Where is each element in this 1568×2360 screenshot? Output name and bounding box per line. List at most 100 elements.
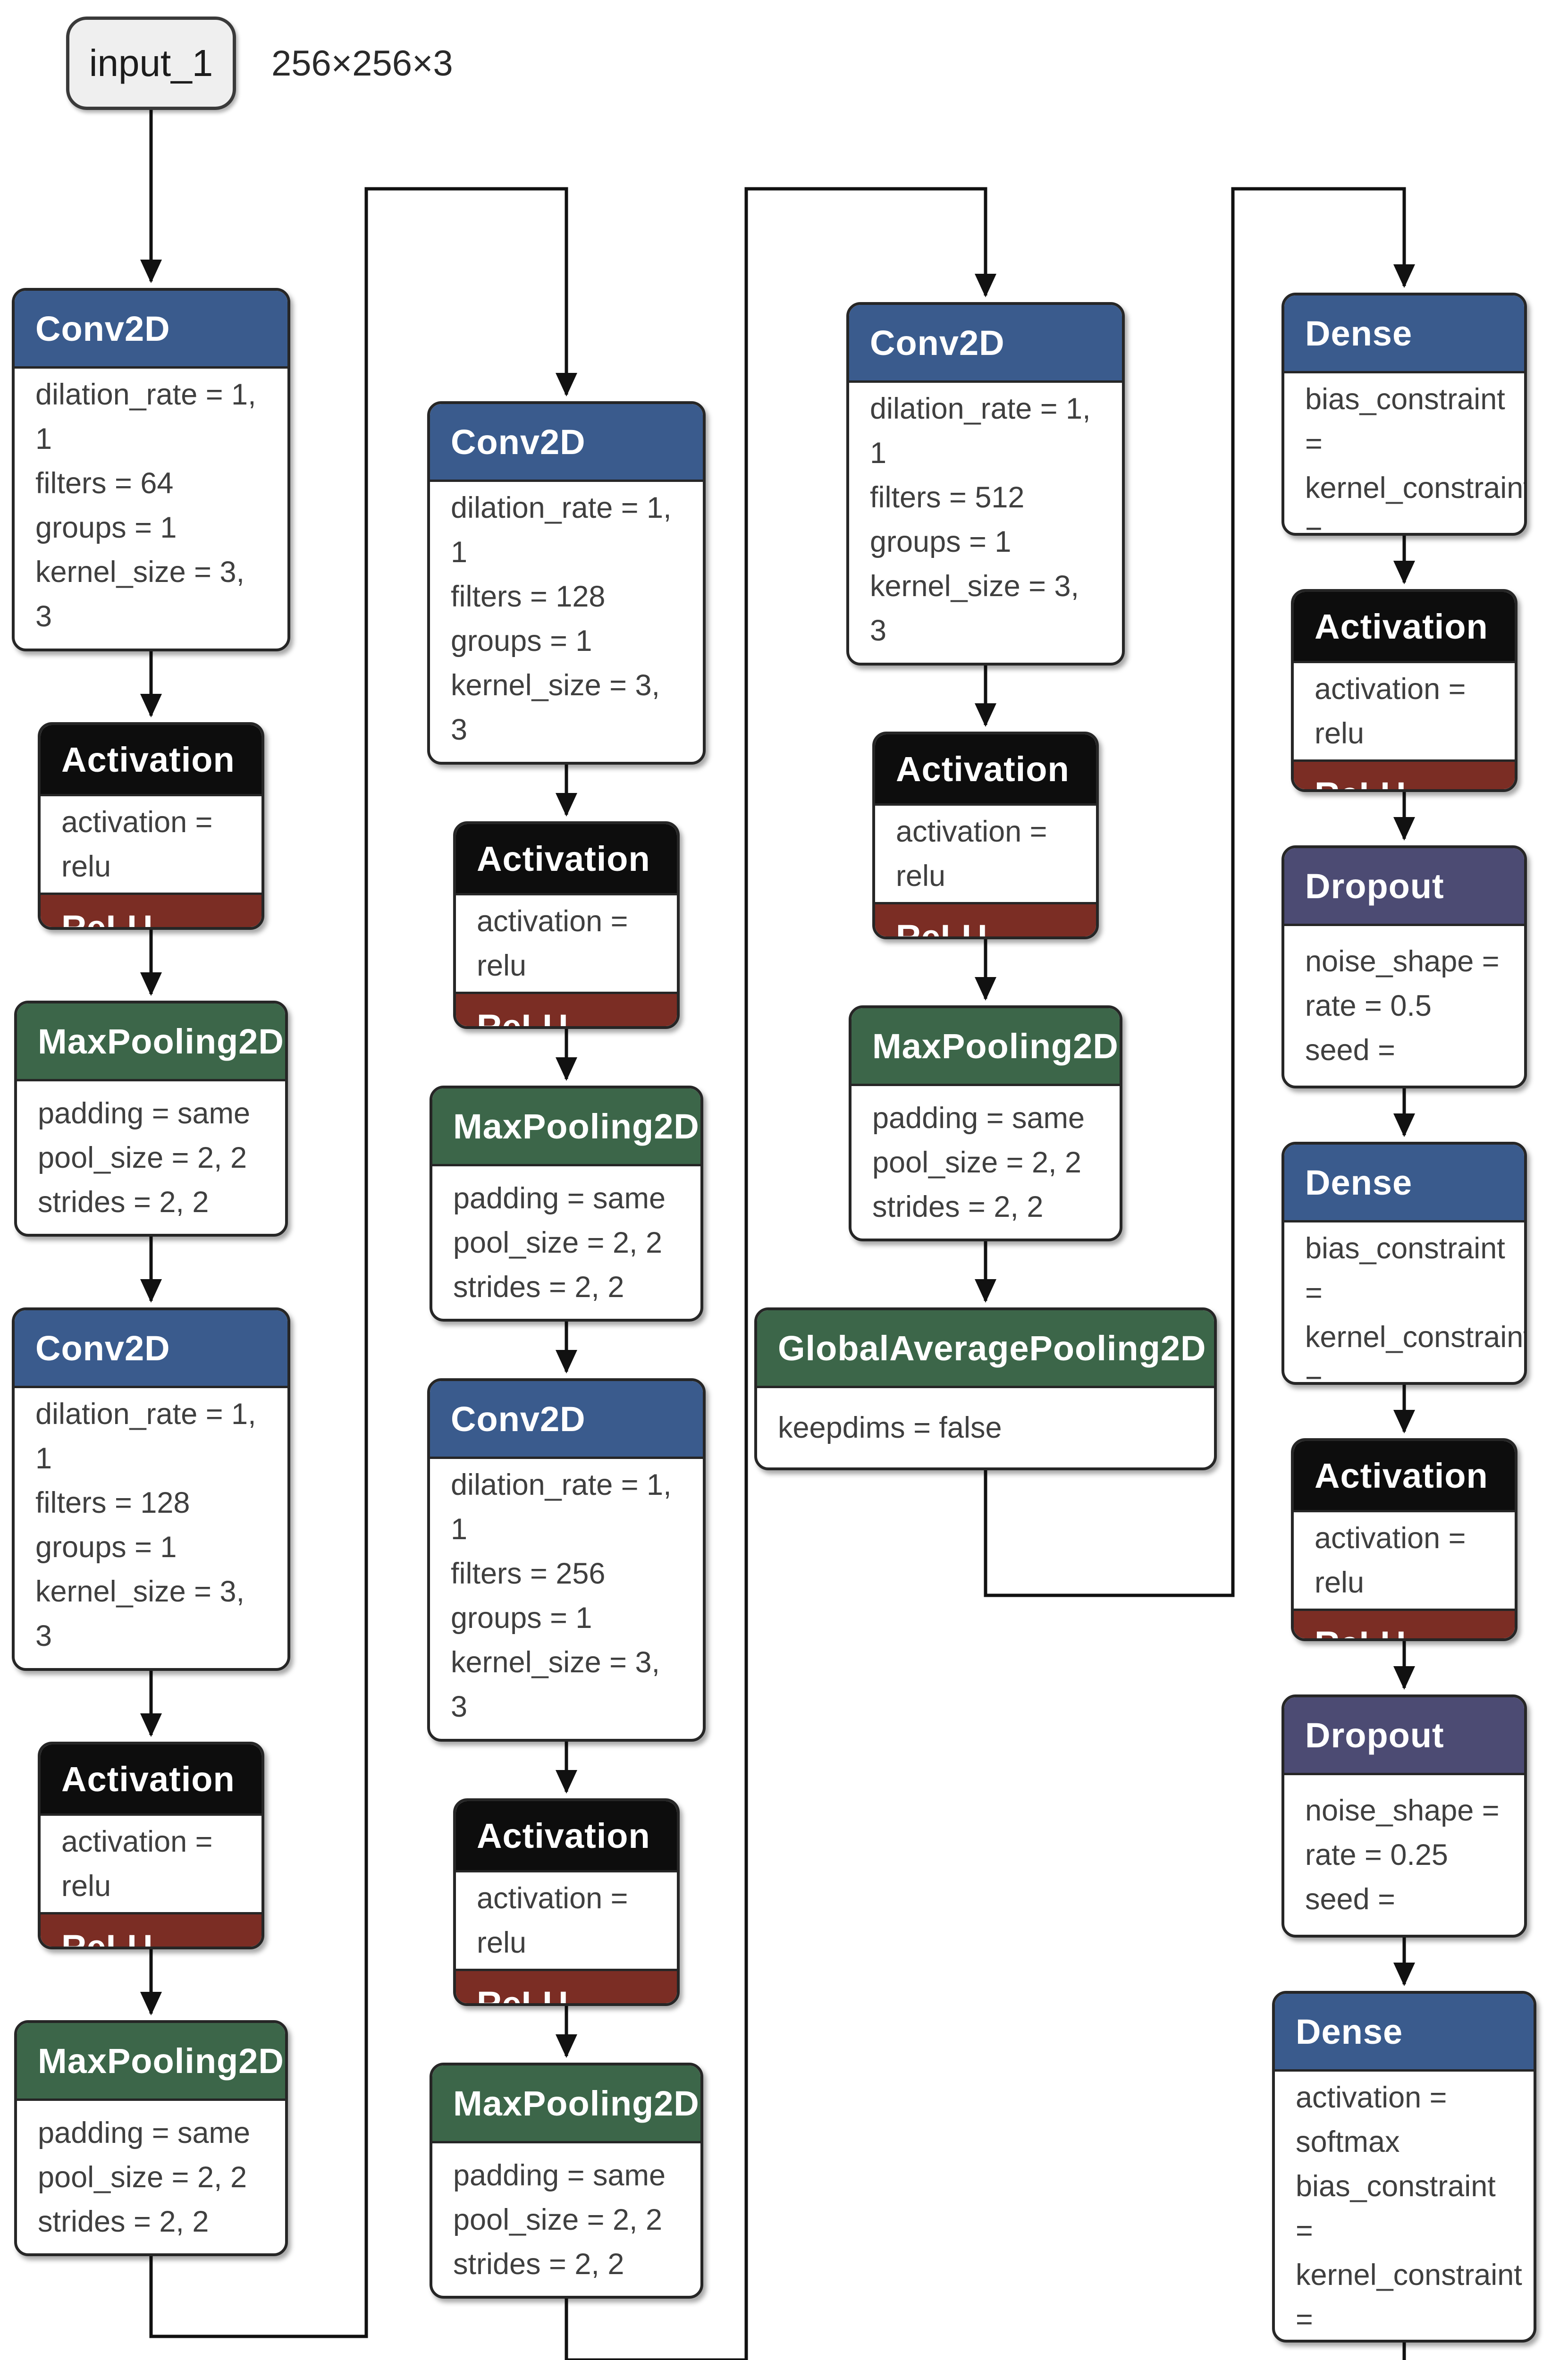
layer-param: pool_size = 2, 2 xyxy=(453,2203,663,2236)
layer-title: Conv2D xyxy=(15,1310,287,1388)
layer-title: MaxPooling2D xyxy=(432,2065,700,2143)
layer-param: rate = 0.25 xyxy=(1305,1838,1448,1871)
layer-title: Activation xyxy=(41,725,261,796)
layer-title: Dense xyxy=(1284,1145,1524,1222)
layer-param: seed = xyxy=(1305,1883,1395,1916)
layer-params: activation = relu xyxy=(41,796,261,893)
flow-arrow xyxy=(149,187,577,2338)
layer-param: groups = 1 xyxy=(870,525,1012,558)
layer-param: strides = 2, 2 xyxy=(38,2205,209,2238)
layer-param: bias_constraint = xyxy=(1305,1232,1505,1309)
layer-param: activation = relu xyxy=(1315,673,1466,750)
layer-block-dropout: Dropout noise_shape = rate = 0.25 seed = xyxy=(1281,1694,1527,1938)
layer-title: Conv2D xyxy=(15,291,287,369)
layer-param: seed = xyxy=(1305,1034,1395,1067)
layer-params: padding = same pool_size = 2, 2 strides = … xyxy=(17,2101,285,2253)
layer-footer: ReLU xyxy=(1294,759,1515,789)
layer-param: kernel_constraint = xyxy=(1296,2259,1522,2336)
layer-param: padding = same xyxy=(453,1181,666,1215)
layer-param: activation = relu xyxy=(61,806,213,883)
layer-params: keepdims = false xyxy=(757,1388,1214,1467)
layer-title: Dense xyxy=(1275,1994,1534,2072)
layer-param: groups = 1 xyxy=(35,511,177,544)
layer-params: activation = relu xyxy=(875,806,1096,902)
layer-param: padding = same xyxy=(451,1729,682,1739)
layer-param: groups = 1 xyxy=(451,624,592,657)
layer-param: pool_size = 2, 2 xyxy=(453,1226,663,1259)
flow-arrow xyxy=(565,187,996,2360)
layer-params: padding = same pool_size = 2, 2 strides = … xyxy=(432,1166,700,1319)
layer-param: strides = 2, 2 xyxy=(453,1270,624,1304)
layer-title: MaxPooling2D xyxy=(851,1008,1120,1086)
layer-param: groups = 1 xyxy=(451,1601,592,1635)
layer-block-dense: Dense bias_constraint = kernel_constraint … xyxy=(1281,1142,1527,1385)
layer-block-maxpooling2d: MaxPooling2D padding = same pool_size = 2,… xyxy=(430,2063,703,2299)
layer-footer: ReLU xyxy=(41,893,261,927)
layer-footer: ReLU xyxy=(1294,1609,1515,1638)
layer-title: GlobalAveragePooling2D xyxy=(757,1310,1214,1388)
layer-param: kernel_constraint = xyxy=(1305,472,1527,536)
layer-title: MaxPooling2D xyxy=(17,1003,285,1081)
layer-param: bias_constraint = xyxy=(1296,2170,1496,2247)
layer-params: bias_constraint =kernel_constraint =unit… xyxy=(1284,1222,1527,1385)
layer-params: activation = relu xyxy=(1294,1512,1515,1609)
layer-param: padding = same xyxy=(453,2158,666,2192)
layer-param: padding = same xyxy=(38,2116,251,2149)
layer-footer: ReLU xyxy=(41,1912,261,1947)
layer-param: filters = 512 xyxy=(870,481,1025,514)
layer-param: pool_size = 2, 2 xyxy=(872,1146,1082,1179)
layer-param: kernel_constraint = xyxy=(1305,1321,1527,1385)
layer-param: padding = same xyxy=(35,639,267,649)
layer-footer: ReLU xyxy=(875,902,1096,936)
layer-title: MaxPooling2D xyxy=(17,2023,285,2101)
layer-footer: ReLU xyxy=(456,992,677,1026)
layer-param: dilation_rate = 1, 1 xyxy=(451,491,672,569)
layer-param: dilation_rate = 1, 1 xyxy=(451,1468,672,1546)
layer-title: Activation xyxy=(875,734,1096,806)
layer-title: Activation xyxy=(456,1801,677,1872)
layer-param: strides = 2, 2 xyxy=(872,1190,1044,1223)
layer-param: kernel_size = 3, 3 xyxy=(451,1646,660,1723)
layer-param: activation = relu xyxy=(61,1825,213,1903)
layer-param: dilation_rate = 1, 1 xyxy=(870,392,1091,470)
edge-paths xyxy=(140,110,1415,2360)
layer-param: noise_shape = xyxy=(1305,1794,1500,1827)
layer-title: Dropout xyxy=(1284,1697,1524,1775)
layer-param: bias_constraint = xyxy=(1305,383,1505,460)
layer-param: rate = 0.5 xyxy=(1305,989,1432,1022)
layer-param: filters = 128 xyxy=(35,1486,190,1519)
layer-param: pool_size = 2, 2 xyxy=(38,1141,247,1174)
layer-param: kernel_size = 3, 3 xyxy=(35,1575,244,1652)
layer-param: pool_size = 2, 2 xyxy=(38,2160,247,2194)
layer-title: Conv2D xyxy=(430,1381,703,1459)
layer-param: activation = relu xyxy=(896,815,1047,893)
layer-param: activation = relu xyxy=(1315,1522,1466,1599)
layer-param: activation = relu xyxy=(477,1882,628,1959)
layer-params: activation = relu xyxy=(41,1816,261,1912)
layer-param: dilation_rate = 1, 1 xyxy=(35,1398,256,1475)
layer-param: dilation_rate = 1, 1 xyxy=(35,378,256,455)
layer-params: activation = relu xyxy=(456,1872,677,1969)
layer-param: kernel_size = 3, 3 xyxy=(35,556,244,633)
